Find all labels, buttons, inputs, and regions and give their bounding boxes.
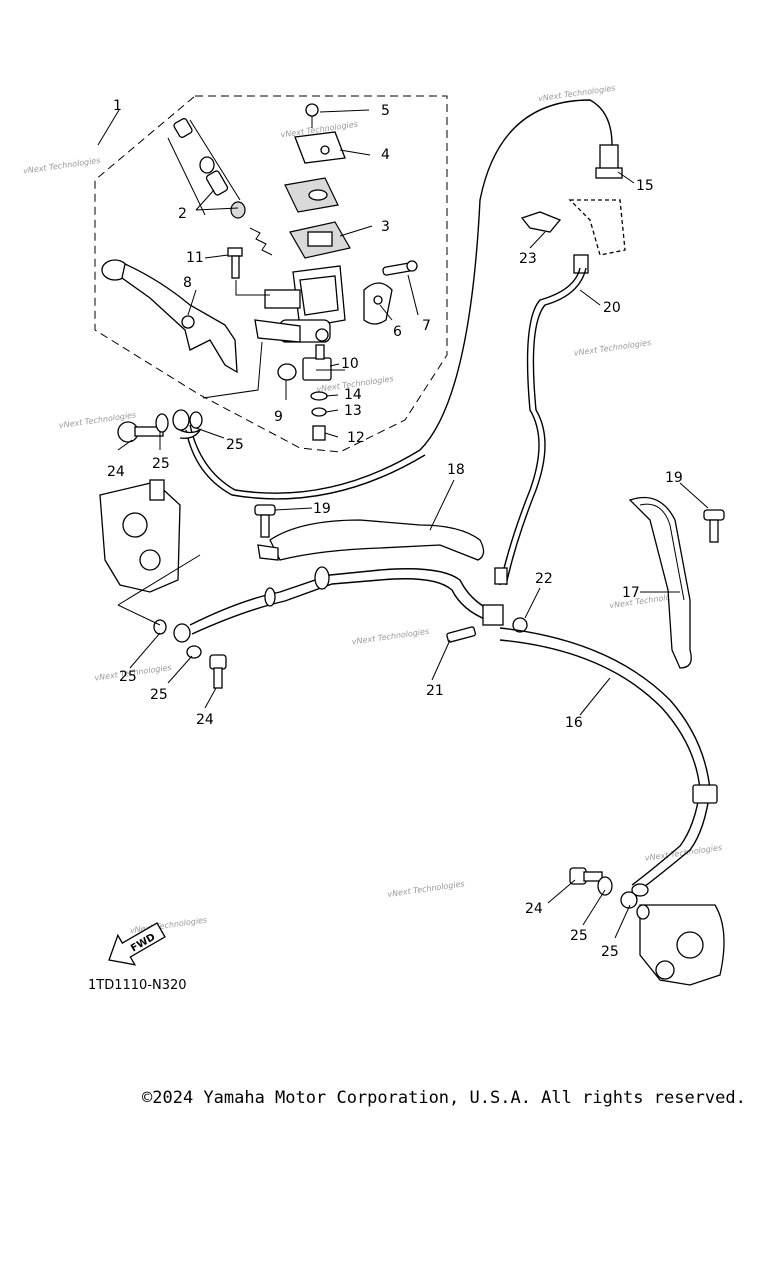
- callout-12: 12: [347, 430, 365, 446]
- master-cylinder-body: [254, 265, 346, 343]
- callout-23: 23: [519, 251, 537, 267]
- three-way-joint: [446, 567, 528, 643]
- callout-7: 7: [422, 318, 431, 334]
- piston-kit: [167, 118, 273, 256]
- callout-11: 11: [186, 250, 204, 266]
- callout-18: 18: [447, 462, 465, 478]
- callout-25a: 25: [152, 456, 170, 472]
- small-hardware: [310, 391, 328, 441]
- holder-clamp: [363, 282, 393, 325]
- holder-bolt-right: [703, 509, 725, 543]
- diagram-code: 1TD1110-N320: [88, 978, 187, 993]
- hose-guide-right: [628, 496, 692, 669]
- callout-8: 8: [183, 275, 192, 291]
- callout-9: 9: [274, 409, 283, 425]
- callout-10: 10: [341, 356, 359, 372]
- svg-text:vNext Technologies: vNext Technologies: [351, 627, 429, 647]
- svg-text:vNext Technologies: vNext Technologies: [387, 879, 465, 899]
- callout-4: 4: [381, 147, 390, 163]
- lever-pivot-bolt: [227, 247, 270, 296]
- callout-21: 21: [426, 683, 444, 699]
- holder-bolt-left: [254, 504, 276, 538]
- svg-text:vNext Technologies: vNext Technologies: [23, 156, 101, 176]
- callout-22: 22: [535, 571, 553, 587]
- reservoir-cap: [284, 103, 351, 259]
- callout-25f: 25: [601, 944, 619, 960]
- right-brake-caliper: [639, 904, 725, 986]
- right-brake-hose: [499, 627, 711, 891]
- brake-switch: [302, 344, 345, 381]
- union-bolt-upper: [117, 413, 169, 443]
- callout-24c: 24: [525, 901, 543, 917]
- callout-1: 1: [113, 98, 122, 114]
- callout-25e: 25: [570, 928, 588, 944]
- frame-bracket: [520, 199, 626, 256]
- callout-24b: 24: [196, 712, 214, 728]
- callout-25d: 25: [150, 687, 168, 703]
- callout-17: 17: [622, 585, 640, 601]
- callout-20: 20: [603, 300, 621, 316]
- hose-joint-fitting: [573, 144, 623, 274]
- copyright-notice: ©2024 Yamaha Motor Corporation, U.S.A. A…: [142, 1088, 746, 1108]
- callout-6: 6: [393, 324, 402, 340]
- callout-19b: 19: [665, 470, 683, 486]
- callout-13: 13: [344, 403, 362, 419]
- left-brake-hose: [189, 568, 491, 626]
- brake-lever: [101, 259, 238, 374]
- upper-brake-hose: [189, 99, 613, 494]
- callout-24a: 24: [107, 464, 125, 480]
- callout-19a: 19: [313, 501, 331, 517]
- left-brake-caliper: [99, 479, 181, 593]
- assembly-boundary: [94, 95, 448, 453]
- hose-holder: [257, 519, 485, 561]
- hose-fitting-upper: [172, 409, 203, 439]
- left-hose-fittings: [264, 566, 330, 607]
- right-hose-fittings: [631, 784, 718, 897]
- svg-text:vNext Technologies: vNext Technologies: [573, 338, 651, 358]
- callout-25c: 25: [119, 669, 137, 685]
- union-bolt-lower-left: [153, 619, 227, 689]
- fwd-arrow-icon: FWD: [108, 922, 166, 966]
- callout-labels: 1 2 3 4 5 6 7 8 9 10 11 12 13 14 15 16 1…: [107, 98, 683, 960]
- callout-2: 2: [178, 206, 187, 222]
- svg-text:vNext Technologies: vNext Technologies: [644, 843, 722, 863]
- callout-25b: 25: [226, 437, 244, 453]
- union-bolt-lower-right: [569, 867, 650, 920]
- switch-screw: [277, 363, 297, 381]
- brake-pipe: [499, 267, 581, 586]
- leader-lines: [97, 109, 709, 939]
- callout-3: 3: [381, 219, 390, 235]
- callout-5: 5: [381, 103, 390, 119]
- callout-14: 14: [344, 387, 362, 403]
- callout-15: 15: [636, 178, 654, 194]
- holder-bolt: [382, 260, 418, 276]
- callout-16: 16: [565, 715, 583, 731]
